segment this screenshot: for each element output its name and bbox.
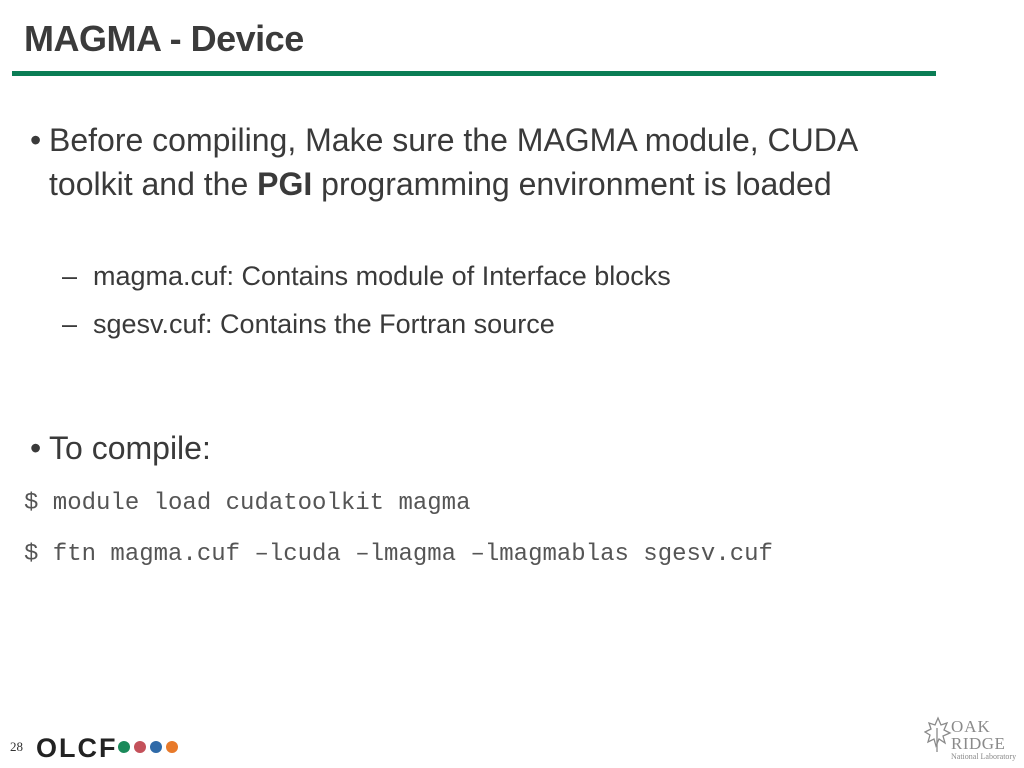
command-ftn-compile: $ ftn magma.cuf –lcuda –lmagma –lmagmabl… (24, 541, 773, 568)
command-module-load: $ module load cudatoolkit magma (24, 490, 471, 517)
bullet-text: Before compiling, Make sure the MAGMA mo… (49, 122, 857, 202)
pgi-emphasis: PGI (257, 166, 313, 202)
leaf-icon (924, 716, 952, 752)
logo-dot-green (118, 741, 130, 753)
slide-title: MAGMA - Device (24, 18, 304, 59)
ornl-line2: RIDGE (951, 734, 1005, 753)
sub-bullet-text: magma.cuf: Contains module of Interface … (93, 261, 671, 291)
ornl-logo: OAK RIDGE National Laboratory (924, 716, 1016, 761)
logo-dot-blue (150, 741, 162, 753)
logo-dot-red (134, 741, 146, 753)
bullet-prerequisites: • Before compiling, Make sure the MAGMA … (30, 118, 910, 206)
title-underline (12, 71, 936, 76)
olcf-logo: OLCF (36, 733, 118, 763)
olcf-logo-dots (118, 740, 182, 758)
sub-bullet-marker: – (62, 309, 78, 339)
bullet-to-compile: • To compile: (30, 426, 910, 470)
sub-bullet-marker: – (62, 261, 78, 291)
sub-bullet-magma-cuf: – magma.cuf: Contains module of Interfac… (62, 258, 912, 294)
logo-dot-orange (166, 741, 178, 753)
ornl-line3: National Laboratory (951, 752, 1016, 761)
bullet-marker: • (30, 430, 42, 466)
ornl-line1: OAK (951, 717, 991, 736)
bullet-marker: • (30, 122, 42, 158)
sub-bullet-sgesv-cuf: – sgesv.cuf: Contains the Fortran source (62, 306, 912, 342)
bullet-text: To compile: (49, 430, 211, 466)
page-number: 28 (10, 739, 23, 754)
sub-bullet-text: sgesv.cuf: Contains the Fortran source (93, 309, 555, 339)
